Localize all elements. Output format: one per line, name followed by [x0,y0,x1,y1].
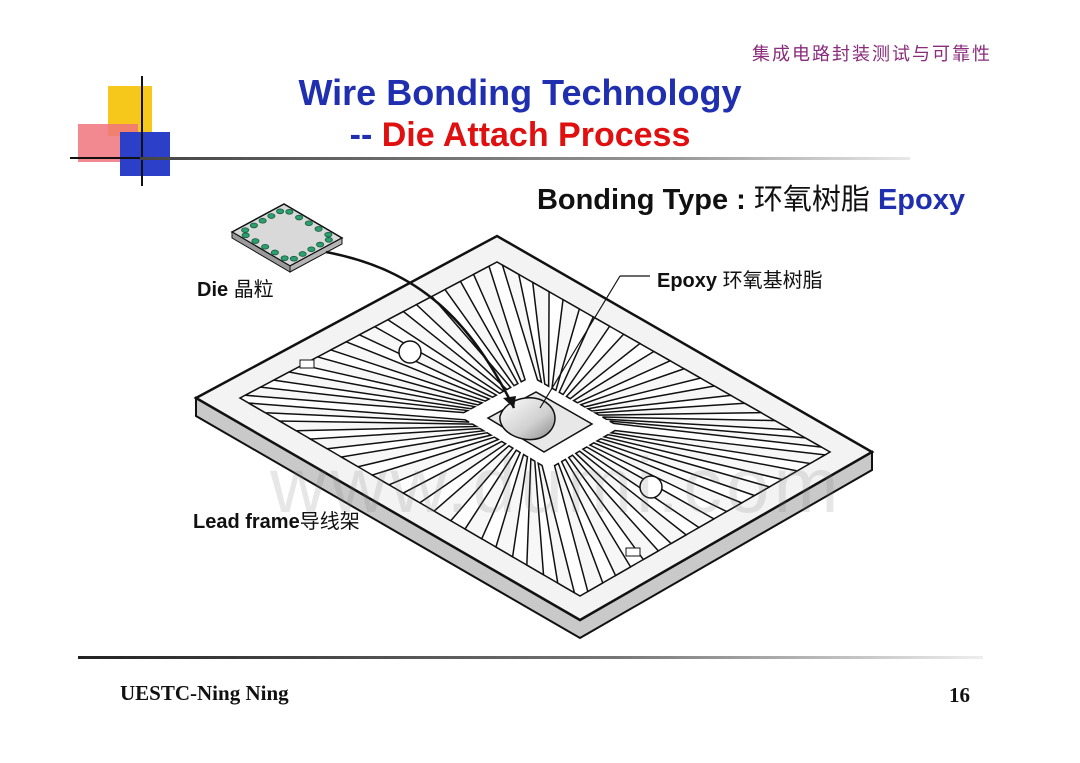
lead-finger [432,444,515,522]
epoxy-label-cn: 环氧基树脂 [722,270,823,292]
die-bond-pad [251,238,260,244]
course-title: 集成电路封装测试与可靠性 [752,44,992,65]
lead-finger [551,298,581,392]
lead-finger [572,350,672,404]
page-number: 16 [949,683,970,707]
lead-finger [602,416,792,431]
lead-finger [567,454,660,561]
lead-finger [463,449,522,540]
bonding-type-value: Epoxy [877,184,965,216]
subtitle-dash: -- [349,116,373,154]
lead-finger [415,295,512,391]
die-bond-pad [270,249,279,256]
lead-finger [585,385,734,412]
lead-finger [501,263,543,384]
lead-finger [472,265,526,383]
footer-rule [78,656,983,659]
lead-finger [271,371,478,410]
die-bond-pad [267,213,276,219]
lead-finger [307,427,487,450]
lead-finger [248,402,470,423]
die-placement-arrow [325,250,516,409]
lead-finger [595,437,772,497]
die-bond-pad [307,246,316,253]
tab-bottom [625,547,641,557]
footer-author: UESTC-Ning Ning [120,681,289,705]
tooling-hole-right [639,475,663,499]
lead-finger [531,280,550,388]
die-chip [230,203,344,273]
arrowhead-icon [503,396,516,408]
lead-finger [553,462,604,593]
lead-finger [574,450,688,545]
lead-finger [401,440,508,504]
tab-left [299,359,315,369]
leadframe-label-cn: 导线架 [299,511,360,533]
lead-finger [242,386,471,414]
die-bond-pad [261,243,270,250]
epoxy-label-en: Epoxy [657,270,718,292]
tooling-hole-left [398,340,422,364]
lead-finger [537,461,576,595]
die-bond-pad [324,231,333,238]
leadframe-label-en: Lead frame [193,511,300,533]
lead-finger [609,429,828,465]
die-bond-pad [241,232,250,239]
epoxy-label: Epoxy 环氧基树脂 [657,264,823,293]
lead-finger [386,310,505,395]
die-bond-pad [316,241,325,248]
die-bond-pad [258,217,267,224]
bonding-type-label: Bonding Type : [536,184,746,216]
lead-finger [495,453,529,558]
slide-title: Wire Bonding Technology [298,72,742,113]
header-rule [140,157,910,160]
lead-finger [592,402,764,416]
lead-finger [339,432,494,468]
epoxy-blob [499,397,556,441]
lead-finger [579,367,703,408]
die-bond-pad [285,209,294,215]
die-bond-pad [280,255,289,261]
bonding-type-chinese: 环氧树脂 [753,182,870,216]
corner-logo [70,76,210,186]
subtitle-main: Die Attach Process [381,116,691,154]
lead-finger [276,420,480,432]
lead-finger [300,356,484,406]
die-bond-pad [304,220,313,227]
die-bond-pad [276,208,285,215]
lead-finger [588,442,744,513]
lead-finger [357,325,498,399]
die-bond-pad [298,251,307,257]
lead-finger [370,436,500,486]
die-bond-pad [324,237,333,243]
lead-finger [443,280,519,387]
die-label-en: Die [197,279,229,301]
leadframe-label: Lead frame导线架 [193,505,360,534]
die-label: Die 晶粒 [197,273,274,302]
slide-subtitle: -- Die Attach Process [200,116,840,155]
die-bond-pad [249,222,258,229]
lead-finger [602,433,800,481]
lead-finger [565,333,642,400]
die-bond-pad [295,214,304,221]
lead-finger [558,315,611,396]
lead-finger [328,340,491,402]
lead-finger [526,457,545,577]
die-label-cn: 晶粒 [233,279,274,301]
epoxy-leader-line [539,275,621,409]
watermark: www.dumi.com [270,441,843,529]
bonding-type: Bonding Type : 环氧树脂 Epoxy [440,176,965,218]
die-bond-pad [314,226,323,232]
die-bond-pad [289,255,298,262]
die-bond-pad [241,227,250,233]
lead-finger [560,458,632,577]
lead-finger [609,420,822,448]
